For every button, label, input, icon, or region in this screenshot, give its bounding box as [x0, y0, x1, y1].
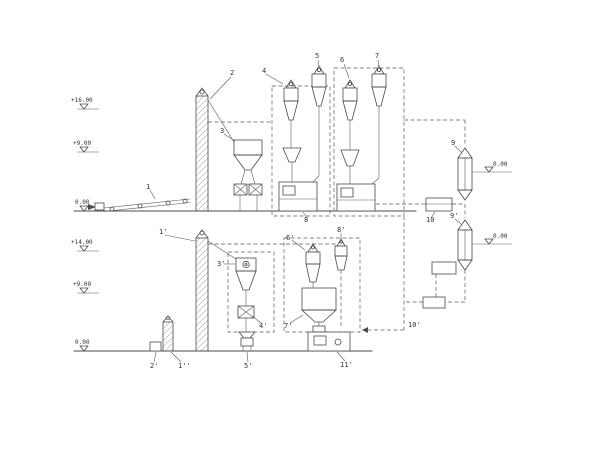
packer-11p: 11' — [307, 325, 353, 369]
dashed-enclosure-d — [283, 237, 361, 333]
equipment-label-7p: 7' — [284, 322, 292, 330]
elevation-marker-upper-0: 0.00 — [75, 199, 90, 212]
equipment-label-8: 8 — [304, 216, 308, 224]
elevation-marker-lower-0: 0.00 — [75, 339, 90, 352]
elevation-marker-lower-14: +14.00 — [71, 239, 99, 252]
equipment-label-11p: 11' — [340, 361, 353, 369]
air-cyclone-9: 9 — [451, 139, 473, 201]
equipment-label-9p: 9' — [450, 212, 458, 220]
elevation-marker-upper-9: +9.00 — [73, 140, 99, 153]
equipment-label-3p: 3' — [217, 260, 225, 268]
bucket-elevator-1p: 1' — [159, 228, 336, 352]
air-duct-routing: 10' — [362, 119, 466, 333]
double-hopper-3: 3 — [220, 127, 263, 211]
equipment-label-8p: 8' — [337, 226, 345, 234]
equipment-label-1: 1 — [146, 183, 150, 191]
sifter-machine-8: 8 — [278, 147, 318, 224]
elevation-label: 0.00 — [493, 161, 508, 168]
elevation-label: +14.00 — [71, 239, 93, 246]
equipment-label-10: 10 — [426, 216, 434, 224]
equipment-label-5p: 5' — [244, 362, 252, 370]
equipment-label-7: 7 — [375, 52, 379, 60]
cyclone-6p: 6' — [286, 234, 321, 288]
equipment-label-4p: 4' — [259, 322, 267, 330]
purifier-machine — [336, 149, 376, 212]
cyclone-8p: 8' — [334, 226, 348, 326]
fan-box-lower — [422, 296, 446, 309]
elevation-marker-lower-9: +9.00 — [73, 281, 99, 294]
bucket-elevator-2: 2 — [195, 69, 272, 212]
cyclone-5: 5 — [311, 52, 327, 183]
cyclone-6: 6 — [340, 56, 358, 150]
dashed-enclosure-a — [271, 85, 331, 217]
elevation-label: 0.00 — [493, 233, 508, 240]
equipment-label-10p: 10' — [408, 321, 421, 329]
equipment-label-6p: 6' — [286, 234, 294, 242]
equipment-label-1pp: 1'' — [178, 362, 191, 370]
belt-conveyor-1: 1 — [88, 183, 191, 212]
equipment-label-2p: 2' — [150, 362, 158, 370]
elevation-label: 0.00 — [75, 199, 90, 206]
air-cyclone-9p: 9' — [450, 212, 473, 271]
elevation-label: +9.00 — [73, 281, 91, 288]
equipment-label-2: 2 — [230, 69, 234, 77]
dashed-enclosure-c — [227, 251, 275, 333]
elevation-marker-right-top: 0.00 — [472, 161, 512, 173]
cyclone-3p: 3' — [217, 257, 257, 306]
elevation-marker-right-bottom: 0.00 — [472, 233, 512, 245]
equipment-label-6: 6 — [340, 56, 344, 64]
equipment-label-4: 4 — [262, 67, 266, 75]
fan-box-upper — [431, 261, 457, 275]
bucket-elevator-2p: 2' 1'' — [149, 315, 191, 370]
airlock-4p: 4' — [237, 305, 267, 332]
elevation-label: +9.00 — [73, 140, 91, 147]
cyclone-7: 7 — [371, 52, 387, 185]
dashed-enclosure-b — [333, 67, 405, 217]
equipment-label-1p: 1' — [159, 228, 167, 236]
equipment-label-3: 3 — [220, 127, 224, 135]
elevation-marker-upper-16: +16.00 — [71, 97, 99, 110]
equipment-label-9: 9 — [451, 139, 455, 147]
equipment-label-5: 5 — [315, 52, 319, 60]
bin-7p: 7' — [284, 287, 338, 330]
elevation-label: 0.00 — [75, 339, 90, 346]
airlock-10: 10 — [425, 197, 453, 224]
cyclone-4: 4 — [262, 67, 299, 148]
elevation-label: +16.00 — [71, 97, 93, 104]
